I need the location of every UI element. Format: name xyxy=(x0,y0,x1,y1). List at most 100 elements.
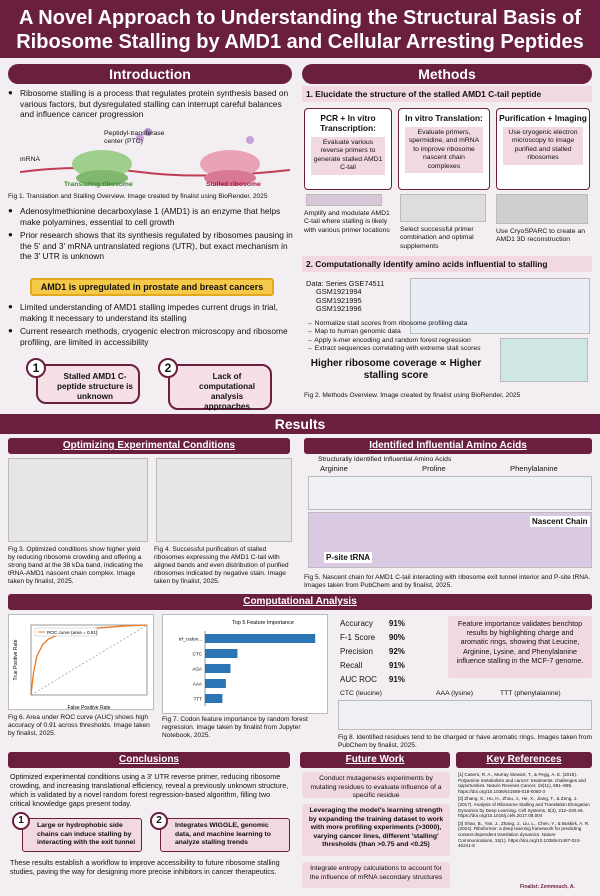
fig3-gel-image xyxy=(8,458,148,542)
metric-label: F-1 Score xyxy=(340,633,376,642)
amino-acid-molecules-image xyxy=(308,476,592,510)
future-item-1: Conduct mutagenesis experiments by mutat… xyxy=(302,772,450,799)
method-note-1: Amplify and modulate AMD1 C-tail where s… xyxy=(304,210,390,234)
translating-ribosome-small xyxy=(76,170,128,186)
roc-chance-line xyxy=(30,624,148,696)
conclusion-2-number: 2 xyxy=(150,812,168,830)
reference-item: [3] Shao, B., Yan, J., Zhang, J., Liu, L… xyxy=(458,820,590,849)
roc-ylabel: True Positive Rate xyxy=(13,639,19,680)
title-line-1: A Novel Approach to Understanding the St… xyxy=(19,7,581,29)
highlight-box: AMD1 is upregulated in prostate and brea… xyxy=(30,278,274,296)
future-item-3: Integrate entropy calculations to accoun… xyxy=(302,862,450,888)
aa-subtitle: Structurally Identified Influential Amin… xyxy=(318,456,452,463)
aa-phenylalanine-label: Phenylalanine xyxy=(510,464,558,473)
intro-bullet-5: Current research methods, cryogenic elec… xyxy=(8,326,296,347)
gap-2-box: Lack of computational analysis approache… xyxy=(168,364,272,411)
peptide-bead xyxy=(144,128,152,136)
fig4-gel-image xyxy=(156,458,292,542)
card3-body: Use cryogenic electron microscopy to ima… xyxy=(503,127,583,165)
optimizing-heading: Optimizing Experimental Conditions xyxy=(8,438,290,454)
metric-value: 91% xyxy=(388,675,405,684)
future-work-heading: Future Work xyxy=(300,752,450,768)
gap-1-box: Stalled AMD1 C-peptide structure is unkn… xyxy=(36,364,140,404)
aa-proline-label: Proline xyxy=(422,464,446,473)
conclusion-box-2: Integrates WIGGLE, genomic data, and mac… xyxy=(160,818,290,852)
card3-title: Purification + Imaging xyxy=(499,113,587,123)
future-item-2: Leveraging the model's learning strength… xyxy=(302,804,450,856)
peptide-bead xyxy=(136,134,144,142)
fig3-caption: Fig 3. Optimized conditions show higher … xyxy=(8,546,143,585)
method-card-1: PCR + In vitro Transcription: Evaluate v… xyxy=(304,108,392,190)
translating-label: Translating ribosome xyxy=(64,181,133,188)
pipeline-steps: → Normalize stall scores from ribosome p… xyxy=(306,320,486,354)
fig4-caption: Fig 4. Successful purification of stalle… xyxy=(154,546,289,585)
conclusions-closing: These results establish a workflow to im… xyxy=(10,858,280,876)
dataset-label: Data: Series GSE74511 xyxy=(306,279,385,288)
importance-svg: Top 5 Feature Importancetrf_codon...CTCA… xyxy=(179,620,316,706)
intro-heading: Introduction xyxy=(8,64,292,84)
importance-title: Top 5 Feature Importance xyxy=(232,620,294,626)
methods-step-2: 2. Computationally identify amino acids … xyxy=(302,256,592,272)
intro-bullets-top: Ribosome stalling is a process that regu… xyxy=(8,88,296,123)
importance-bar-label: TTT xyxy=(194,697,203,702)
dataset-list: Data: Series GSE74511 GSM1921994 GSM1921… xyxy=(306,279,406,314)
codon-label-aaa: AAA (lysine) xyxy=(436,690,474,697)
references-list: [1] Casero, R. A., Murray Stewart, T., &… xyxy=(458,772,592,851)
computational-heading: Computational Analysis xyxy=(8,594,592,610)
reference-item: [1] Casero, R. A., Murray Stewart, T., &… xyxy=(458,772,586,794)
method-card-3: Purification + Imaging Use cryogenic ele… xyxy=(496,108,590,190)
reference-item: [2] Zhang, S., Hu, H., Zhou, J., He, X.,… xyxy=(458,796,590,819)
fig8-caption: Fig 8. Identified residues tend to be ch… xyxy=(338,734,592,749)
translating-ribosome-large xyxy=(72,150,132,178)
method-note-2: Select successful primer combination and… xyxy=(400,226,474,250)
pipeline-step: → Extract sequences correlating with ext… xyxy=(306,345,481,353)
card2-body: Evaluate primers, spermidine, and mRNA t… xyxy=(405,127,483,174)
conclusions-heading: Conclusions xyxy=(8,752,290,768)
metrics-summary: Feature importance validates benchtop re… xyxy=(448,616,592,678)
importance-bar xyxy=(205,649,238,658)
card2-title: In vitro Translation: xyxy=(405,113,483,123)
title-line-2: Ribosome Stalling by AMD1 and Cellular A… xyxy=(16,31,584,53)
results-heading: Results xyxy=(0,414,600,434)
references-heading: Key References xyxy=(456,752,592,768)
metric-value: 91% xyxy=(388,661,405,670)
gap-1-number: 1 xyxy=(26,358,46,378)
gel-image xyxy=(400,194,486,222)
metric-label: AUC ROC xyxy=(340,675,377,684)
roc-xlabel: False Positive Rate xyxy=(67,705,110,711)
primer-map-image xyxy=(306,194,382,206)
method-card-2: In vitro Translation: Evaluate primers, … xyxy=(398,108,490,190)
intro-bullet-4: Limited understanding of AMD1 stalling i… xyxy=(8,302,296,323)
poster-title: A Novel Approach to Understanding the St… xyxy=(0,0,600,58)
ptc-label: Peptidyl-transferase center (PTC) xyxy=(104,130,165,146)
dataset-item: GSM1921994 xyxy=(316,287,362,297)
stalled-ribosome-small xyxy=(204,170,256,186)
aa-arginine-label: Arginine xyxy=(320,464,348,473)
codon-molecules-image xyxy=(338,700,592,730)
p-site-trna-label: P-site tRNA xyxy=(324,552,373,563)
fig5-caption: Fig 5. Nascent chain for AMD1 C-tail int… xyxy=(304,574,591,589)
conclusions-text: Optimized experimental conditions using … xyxy=(10,772,289,808)
importance-bar-label: trf_codon... xyxy=(179,637,202,642)
gap-2-number: 2 xyxy=(158,358,178,378)
card1-body: Evaluate various reverse primers to gene… xyxy=(311,137,385,175)
fig1-illustration: Peptidyl-transferase center (PTC) mRNA T… xyxy=(19,124,291,190)
metric-label: Recall xyxy=(340,661,363,670)
mrna-label: mRNA xyxy=(20,156,41,163)
cryoem-image xyxy=(496,194,588,224)
stalled-label: Stalled ribosome xyxy=(206,181,261,188)
codon-label-ttt: TTT (phenylalanine) xyxy=(500,690,561,697)
pipeline-step: → Apply k-mer encoding and random forest… xyxy=(306,336,471,344)
roc-axes-frame xyxy=(30,624,148,696)
importance-bar xyxy=(205,679,226,688)
roc-curve xyxy=(30,624,148,696)
intro-bullet-2: Adenosylmethionine decarboxylase 1 (AMD1… xyxy=(8,206,296,227)
metric-row: Recall 91% xyxy=(340,660,415,672)
fig6-caption: Fig 6. Area under ROC curve (AUC) shows … xyxy=(8,714,150,737)
metric-value: 92% xyxy=(388,647,405,656)
metric-row: AUC ROC 91% xyxy=(340,674,415,686)
methods-heading: Methods xyxy=(302,64,592,84)
